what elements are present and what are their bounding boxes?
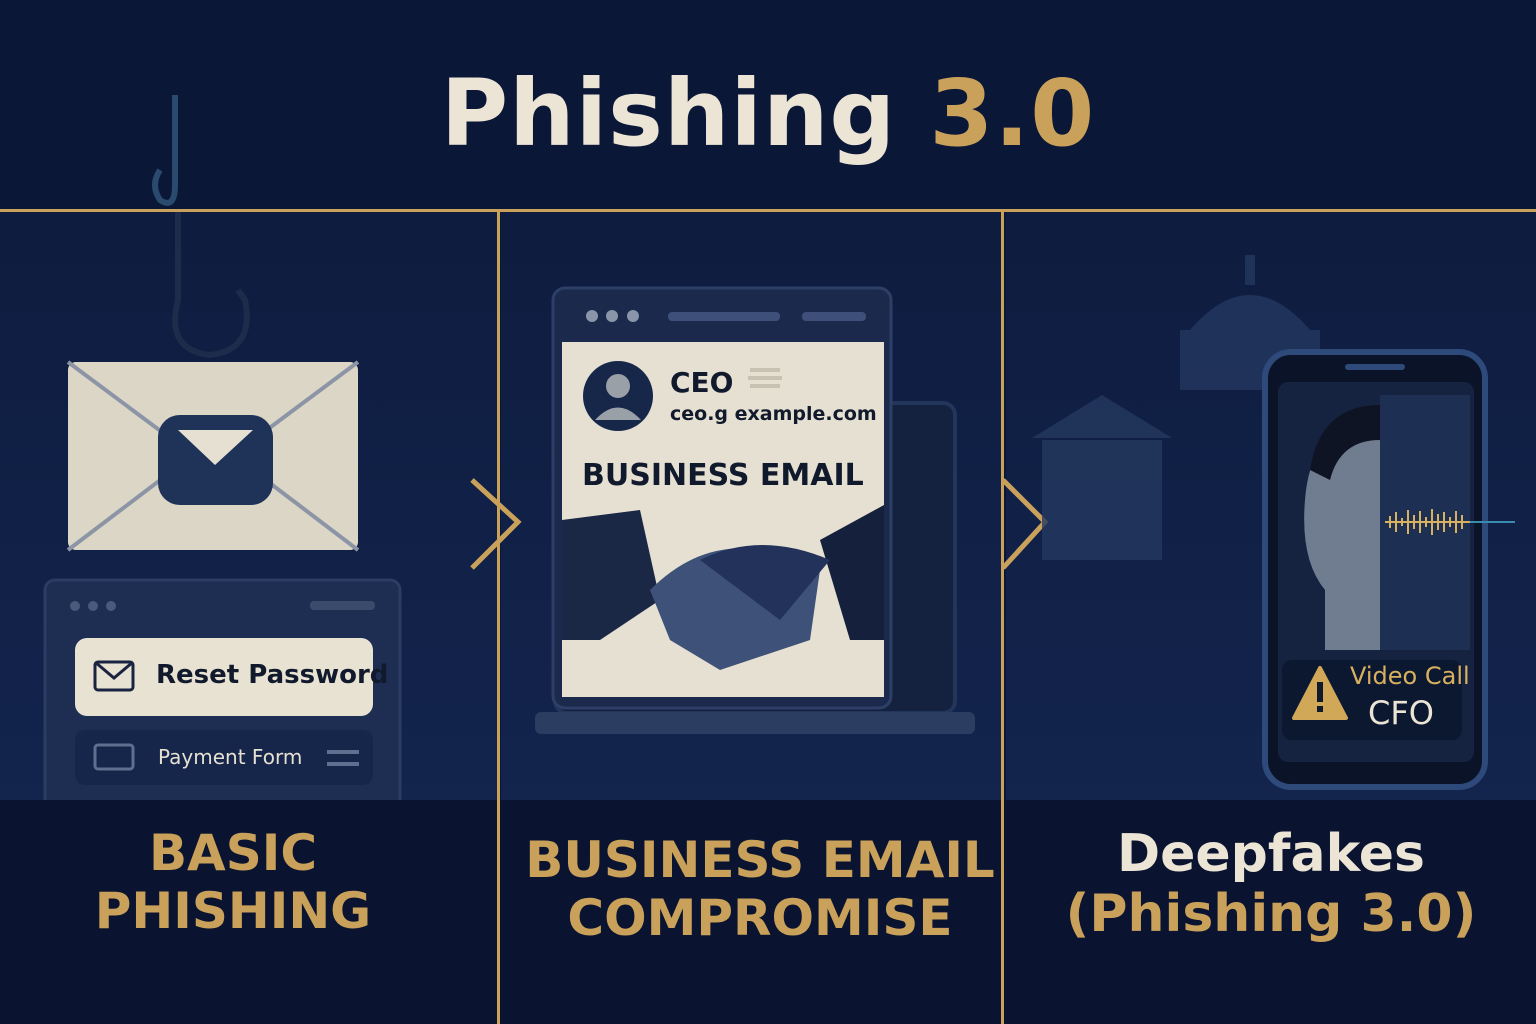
label-line: PHISHING [94, 881, 372, 940]
stage-label-bec: BUSINESS EMAIL COMPROMISE [500, 831, 1020, 947]
reset-password-button[interactable]: Reset Password [156, 660, 389, 690]
avatar-icon [583, 361, 653, 431]
email-window [551, 286, 893, 710]
label-line: BUSINESS EMAIL [525, 831, 995, 889]
divider [497, 211, 500, 1024]
stage-label-deepfakes: Deepfakes (Phishing 3.0) [1006, 824, 1536, 945]
form-icon [93, 743, 135, 771]
mail-icon [93, 660, 135, 692]
sender-email: ceo.g example.com [670, 403, 877, 425]
handshake-icon [562, 505, 884, 670]
sender-title: CEO [670, 366, 734, 399]
payment-form-button[interactable]: Payment Form [158, 745, 303, 769]
mail-icon [158, 415, 273, 505]
caller-name: CFO [1368, 694, 1434, 732]
page-title: Phishing 3.0 [0, 60, 1536, 167]
title-main: Phishing [440, 60, 897, 167]
label-line: BASIC [148, 824, 318, 882]
label-line: COMPROMISE [567, 888, 953, 947]
label-line: Deepfakes [1116, 824, 1426, 884]
stage-label-basic-phishing: BASIC PHISHING [0, 824, 466, 940]
fish-hook-icon [152, 95, 250, 393]
chevron-right-icon [470, 478, 522, 570]
warning-icon [1292, 666, 1348, 720]
divider [1001, 211, 1004, 1024]
chevron-right-icon [1001, 478, 1049, 570]
title-divider [0, 209, 1536, 212]
soundwave-icon [1385, 509, 1515, 535]
video-call-label: Video Call [1350, 662, 1470, 690]
email-heading: BUSINESS EMAIL [582, 458, 864, 493]
label-band [0, 800, 1536, 1024]
title-accent: 3.0 [929, 60, 1096, 167]
label-line: (Phishing 3.0) [1065, 883, 1477, 944]
browser-window [43, 578, 402, 812]
